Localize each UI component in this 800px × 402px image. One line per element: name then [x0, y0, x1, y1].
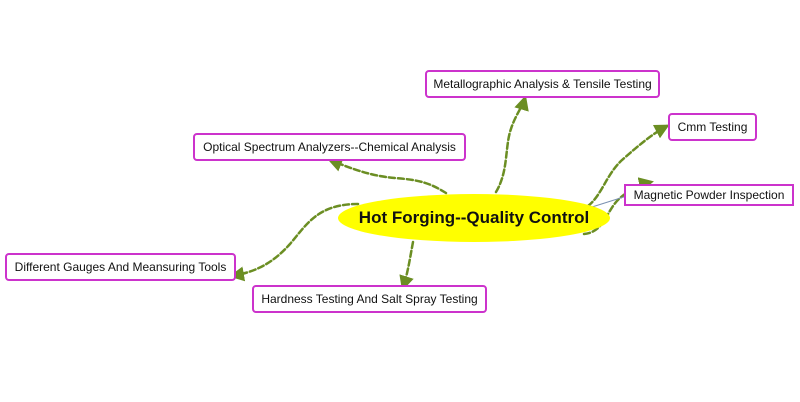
topic-label: Cmm Testing [677, 120, 748, 134]
central-topic[interactable]: Hot Forging--Quality Control [338, 194, 610, 242]
topic-label: Different Gauges And Meansuring Tools [14, 260, 227, 274]
connector-metallographic [494, 95, 529, 194]
topic-metallographic-analysis[interactable]: Metallographic Analysis & Tensile Testin… [425, 70, 660, 98]
connector-cmm [586, 124, 670, 208]
topic-label: Hardness Testing And Salt Spray Testing [261, 292, 478, 306]
topic-label: Magnetic Powder Inspection [633, 188, 785, 202]
topic-label: Metallographic Analysis & Tensile Testin… [433, 77, 652, 91]
topic-optical-spectrum-analyzers[interactable]: Optical Spectrum Analyzers--Chemical Ana… [193, 133, 466, 161]
topic-cmm-testing[interactable]: Cmm Testing [668, 113, 757, 141]
connector-hardness [399, 240, 415, 291]
topic-hardness-testing[interactable]: Hardness Testing And Salt Spray Testing [252, 285, 487, 313]
topic-magnetic-powder-inspection[interactable]: Magnetic Powder Inspection [624, 184, 794, 206]
connector-optical-spectrum [327, 157, 448, 195]
connector-magnetic-powder-line [591, 194, 631, 208]
topic-different-gauges[interactable]: Different Gauges And Meansuring Tools [5, 253, 236, 281]
connector-gauges [229, 202, 360, 282]
central-topic-label: Hot Forging--Quality Control [358, 208, 590, 227]
topic-label: Optical Spectrum Analyzers--Chemical Ana… [203, 140, 456, 154]
